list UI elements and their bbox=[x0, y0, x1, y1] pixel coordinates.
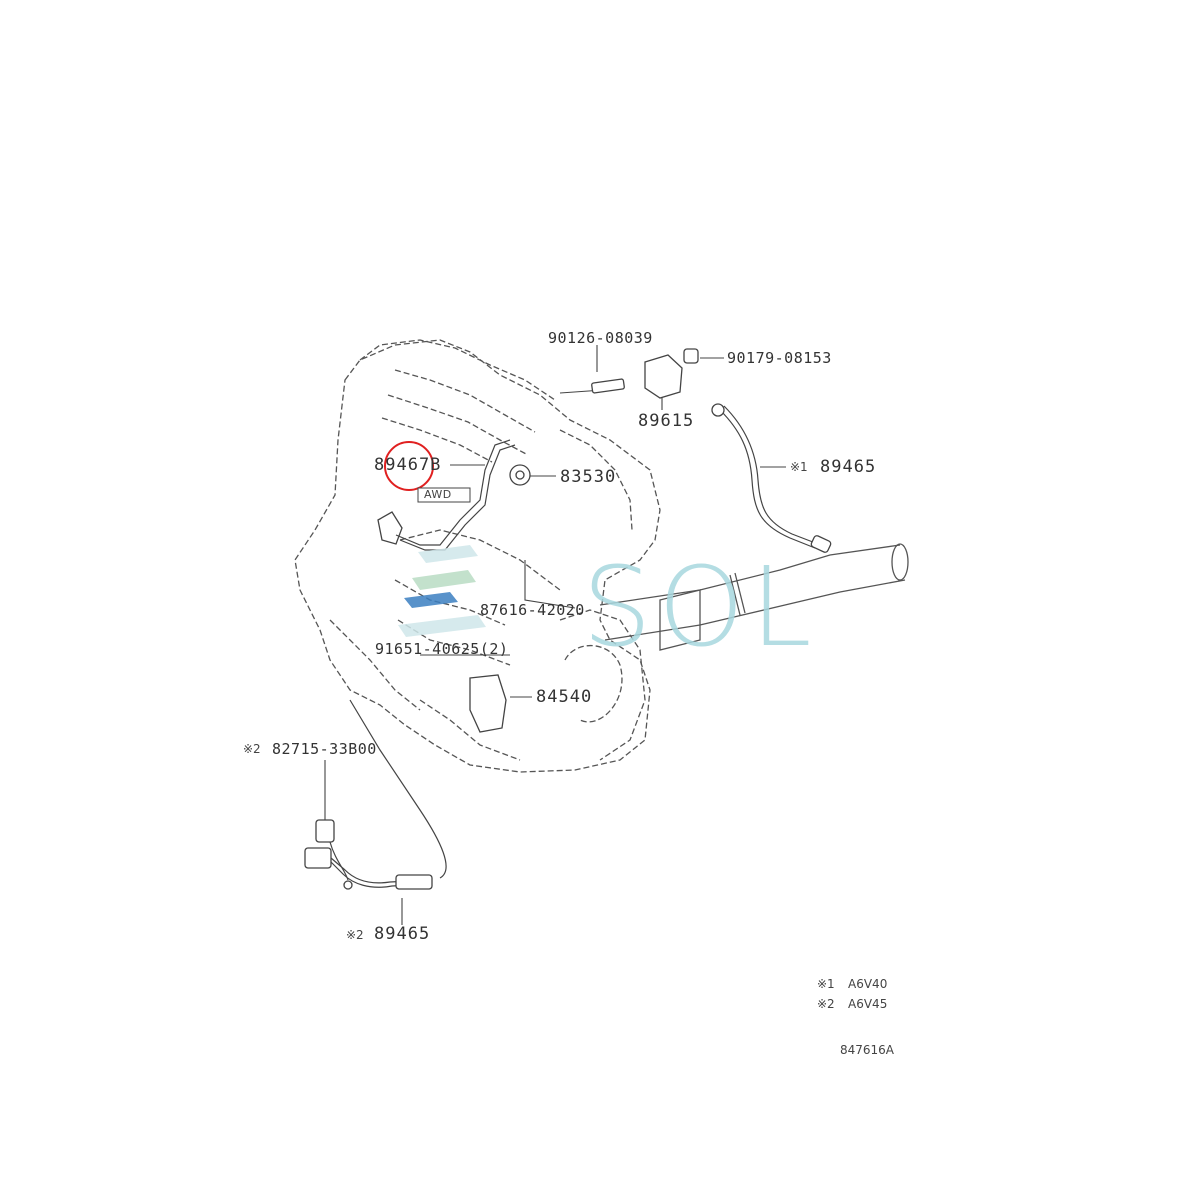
label-mark-82715: ※2 bbox=[243, 742, 261, 756]
label-mark-right: ※1 bbox=[790, 460, 808, 474]
leader-87616 bbox=[524, 560, 576, 609]
sensor-89615-part bbox=[644, 354, 683, 399]
washer-part bbox=[683, 348, 699, 364]
sensor-89467-part bbox=[377, 511, 403, 545]
label-small-tag: AWD bbox=[424, 488, 452, 501]
watermark-text: SOL bbox=[582, 543, 818, 671]
head-cover-ridge-1 bbox=[394, 369, 536, 433]
sensor-89465-bottom-part bbox=[395, 874, 433, 890]
label-84540: 84540 bbox=[536, 687, 593, 707]
label-89467: 89467B bbox=[374, 455, 442, 475]
wire-89467-2 bbox=[399, 444, 516, 551]
intake-runner bbox=[559, 429, 633, 531]
sensor-89465-bottom-plug bbox=[304, 847, 332, 869]
wire-89465-bottom bbox=[330, 857, 431, 884]
label-mark-bottom: ※2 bbox=[346, 928, 364, 942]
label-91651: 91651-40625(2) bbox=[375, 640, 509, 658]
inner-block-2 bbox=[394, 579, 506, 626]
label-89465-right: 89465 bbox=[820, 457, 877, 477]
label-82715: 82715-33B00 bbox=[272, 740, 377, 758]
cylinder-head-top bbox=[359, 339, 556, 401]
wire-89465-bottom-2 bbox=[330, 861, 433, 888]
trans-dome bbox=[564, 644, 623, 723]
harness-loop-left bbox=[349, 699, 447, 879]
flywheel-housing bbox=[329, 619, 421, 711]
note2-mark: ※2 bbox=[817, 997, 835, 1011]
transmission-case bbox=[559, 609, 646, 761]
tag-box bbox=[417, 487, 471, 503]
note1-text: A6V40 bbox=[848, 977, 888, 991]
diagram-code: 847616A bbox=[840, 1043, 895, 1057]
label-bolt: 90126-08039 bbox=[548, 329, 653, 347]
exhaust-pipe-bottom bbox=[604, 579, 906, 641]
sensor-89465-right-part bbox=[810, 535, 832, 553]
exhaust-end bbox=[891, 543, 909, 581]
wire-82715 bbox=[329, 841, 349, 881]
wire-89465-right bbox=[719, 409, 816, 549]
engine-outline bbox=[294, 339, 661, 773]
wire-89467 bbox=[395, 439, 511, 546]
note2-text: A6V45 bbox=[848, 997, 888, 1011]
exhaust-pipe-top bbox=[599, 544, 901, 606]
bolt-part bbox=[591, 378, 625, 394]
watermark-logo-icon bbox=[398, 545, 486, 637]
note1-mark: ※1 bbox=[817, 977, 835, 991]
wire-89465-right-2 bbox=[723, 405, 819, 545]
highlight-circle bbox=[384, 441, 434, 491]
label-83530: 83530 bbox=[560, 467, 617, 487]
label-87616: 87616-42020 bbox=[480, 601, 585, 619]
muffler-shape bbox=[659, 589, 701, 651]
head-cover-ridge-3 bbox=[381, 417, 493, 463]
label-89465-bottom: 89465 bbox=[374, 924, 431, 944]
exhaust-flange bbox=[729, 572, 746, 616]
head-cover-ridge-2 bbox=[387, 394, 529, 456]
sump bbox=[419, 699, 521, 761]
inner-block-1 bbox=[399, 529, 561, 591]
sensor-82715-connector bbox=[315, 819, 335, 843]
switch-84540-part bbox=[469, 674, 507, 733]
label-89615: 89615 bbox=[638, 411, 695, 431]
label-washer: 90179-08153 bbox=[727, 349, 832, 367]
